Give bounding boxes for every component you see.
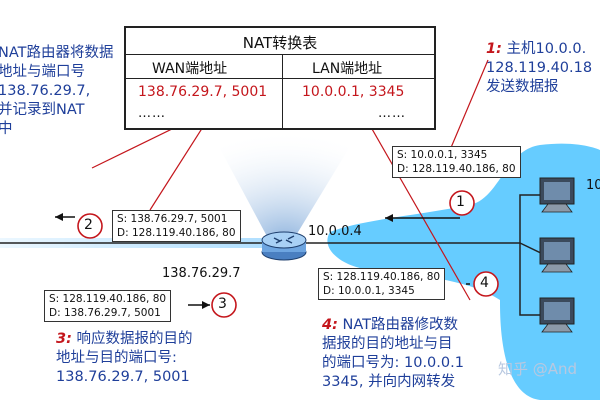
nat-wan-header: WAN端地址 [152, 61, 228, 77]
note-step2-line2: 地址与端口号 [0, 64, 85, 80]
step-circle-4 [473, 271, 499, 297]
step-circle-2 [77, 213, 103, 239]
note-step1-line2: 128.119.40.18 [486, 60, 593, 76]
router-lan-ip: 10.0.0.4 [308, 224, 362, 239]
packet-4: S: 128.119.40.186, 80 D: 10.0.0.1, 3345 [318, 268, 446, 300]
note-step4-number: 4: [322, 317, 338, 333]
note-step2-line3: 138.76.29.7, [0, 83, 91, 99]
packet-3: S: 128.119.40.186, 80 D: 138.76.29.7, 50… [44, 290, 172, 322]
note-step3-line1: 响应数据报的目的 [76, 331, 193, 347]
note-step2-line4: 并记录到NAT [0, 102, 85, 118]
connector-lan-entry [359, 107, 471, 301]
lan-cloud [327, 143, 600, 400]
note-step4-line4: 3345, 并向内网转发 [322, 374, 456, 390]
step-circle-3-label: 3 [218, 296, 227, 312]
packet-2-source: S: 138.76.29.7, 5001 [117, 213, 228, 225]
note-step1-line1: 主机10.0.0. [506, 41, 587, 57]
step-circle-1-label: 1 [456, 194, 465, 210]
packet-2-destination: D: 128.119.40.186, 80 [117, 227, 236, 239]
watermark: 知乎 @And [498, 360, 578, 378]
nat-table-row-divider [126, 78, 434, 79]
nat-table-cone [210, 130, 360, 242]
packet-3-source: S: 128.119.40.186, 80 [49, 293, 167, 305]
note-step4: 4: NAT路由器修改数 据报的目的地址与目 的端口号为: 10.0.0.1 3… [322, 316, 464, 392]
nat-table-header-divider [126, 54, 434, 55]
host-computer-1 [539, 177, 575, 213]
host-computer-2 [539, 237, 575, 273]
lan-link-host1 [360, 194, 545, 244]
arrow-3-head [202, 301, 210, 309]
note-step4-line2: 据报的目的地址与目 [322, 336, 453, 352]
nat-lan-header: LAN端地址 [312, 61, 383, 77]
note-step2: NAT路由器将数据 地址与端口号 138.76.29.7, 并记录到NAT 中 [0, 44, 114, 139]
router-icon [261, 231, 307, 261]
note-step1-number: 1: [486, 41, 502, 57]
packet-3-destination: D: 138.76.29.7, 5001 [49, 307, 161, 319]
connector-step1 [449, 59, 489, 151]
nat-table-column-divider [282, 54, 283, 130]
note-step1-line3: 发送数据报 [486, 79, 559, 95]
packet-2: S: 138.76.29.7, 5001 D: 128.119.40.186, … [112, 210, 241, 242]
packet-1-destination: D: 128.119.40.186, 80 [397, 163, 516, 175]
note-step3: 3: 响应数据报的目的 地址与目的端口号: 138.76.29.7, 5001 [56, 330, 193, 387]
note-step4-line1: NAT路由器修改数 [342, 317, 459, 333]
nat-translation-table: NAT转换表 WAN端地址 LAN端地址 138.76.29.7, 5001 1… [124, 26, 436, 130]
packet-1: S: 10.0.0.1, 3345 D: 128.119.40.186, 80 [392, 146, 521, 178]
nat-table-title: NAT转换表 [242, 34, 318, 52]
nat-wan-ellipsis: …… [138, 106, 166, 121]
step-circle-1 [449, 190, 475, 216]
router-wan-ip: 138.76.29.7 [162, 266, 241, 281]
packet-4-source: S: 128.119.40.186, 80 [323, 271, 441, 283]
nat-wan-value: 138.76.29.7, 5001 [138, 84, 268, 100]
note-step3-line3: 138.76.29.7, 5001 [56, 369, 190, 385]
note-step3-number: 3: [56, 331, 72, 347]
note-step4-line3: 的端口号为: 10.0.0.1 [322, 355, 464, 371]
step-circle-4-label: 4 [480, 275, 489, 291]
lan-link-host3 [519, 243, 545, 316]
nat-lan-value: 10.0.0.1, 3345 [302, 84, 405, 100]
host-ip-partial: 10 [586, 178, 600, 193]
note-step3-line2: 地址与目的端口号: [56, 350, 177, 366]
arrow-2-head [55, 213, 63, 221]
note-step2-line5: 中 [0, 121, 13, 137]
step-circle-3 [211, 292, 237, 318]
note-step1: 1: 主机10.0.0. 128.119.40.18 发送数据报 [486, 40, 592, 97]
packet-1-source: S: 10.0.0.1, 3345 [397, 149, 488, 161]
nat-lan-ellipsis: …… [378, 106, 406, 121]
step-circle-2-label: 2 [84, 217, 93, 233]
host-computer-3 [539, 297, 575, 333]
arrow-1-head [385, 214, 393, 222]
note-step2-line1: NAT路由器将数据 [0, 45, 114, 61]
packet-4-destination: D: 10.0.0.1, 3345 [323, 285, 415, 297]
